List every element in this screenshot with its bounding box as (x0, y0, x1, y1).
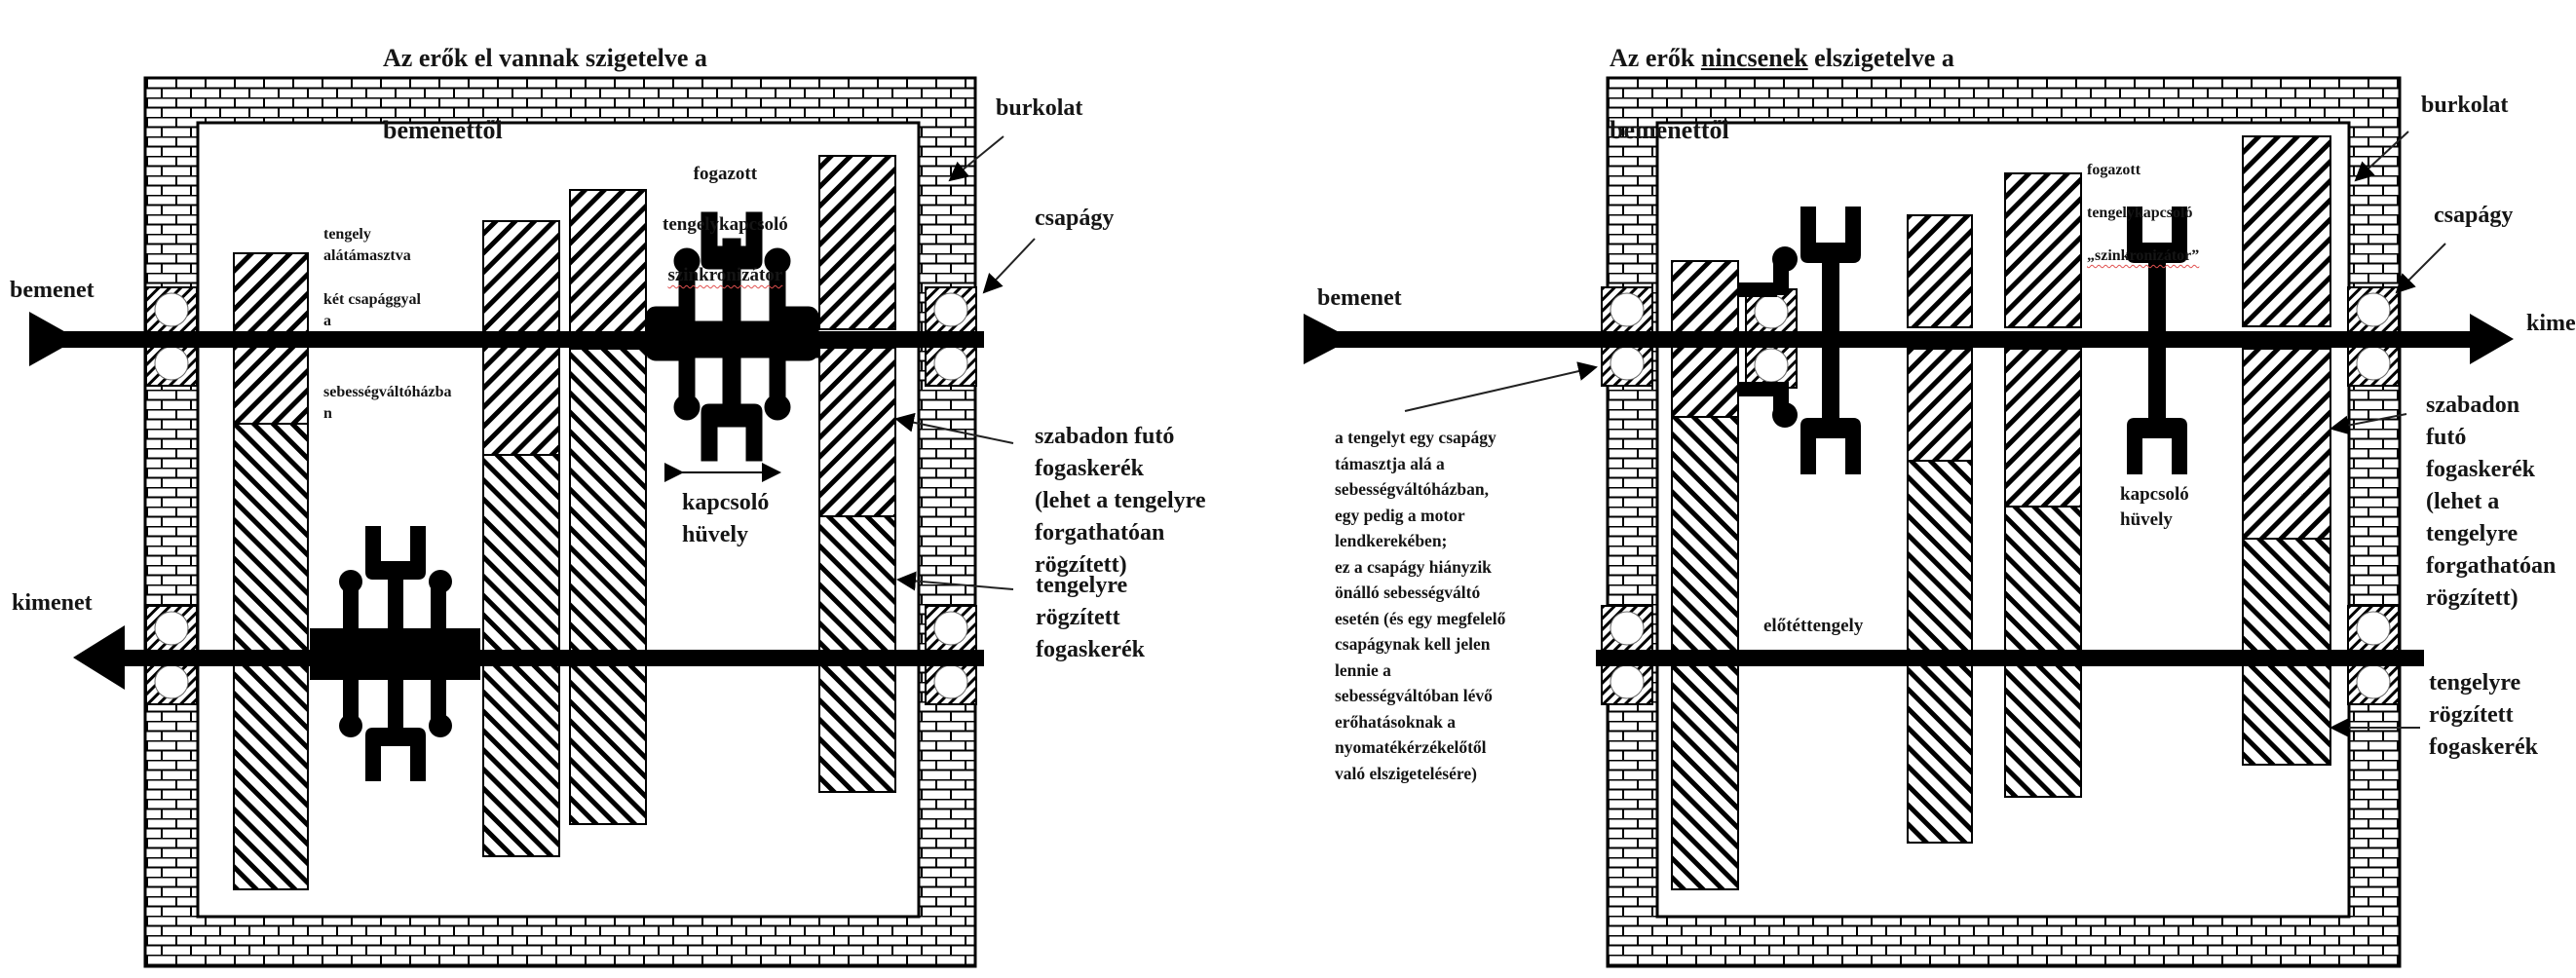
bearing-icon (1745, 342, 1798, 389)
input-shaft (34, 331, 984, 348)
fixed-gear-label: tengelyre rögzített fogaskerék (1036, 573, 1145, 662)
bearing-label: csapágy (1035, 206, 1115, 231)
shaft-support-label: tengely alátámasztva (323, 226, 411, 264)
gear (818, 347, 896, 517)
synchronizer-icon (1738, 207, 1861, 474)
gear (1907, 348, 1973, 462)
right-annotation-arrows (1404, 131, 2446, 737)
clutch-label-line3: szinkronizátor (667, 265, 783, 285)
bearing-icon (1601, 605, 1653, 652)
bearing-note: a tengelyt egy csapágy támasztja alá a s… (1335, 428, 1506, 783)
input-arrow-icon (29, 312, 78, 366)
gear (1907, 214, 1973, 328)
housing-label-right: burkolat (2421, 93, 2509, 118)
shaft-support-label-2: két csapággyal a (323, 291, 421, 329)
gear (569, 348, 647, 825)
bearing-icon (925, 286, 977, 333)
clutch-label-right-line1: fogazott (2087, 162, 2141, 178)
left-title: Az erők el vannak szigetelve a bemenettő… (383, 4, 707, 148)
countershaft-label: előtéttengely (1763, 616, 1864, 636)
free-gear-label-right: szabadon futó fogaskerék (lehet a tengel… (2426, 393, 2557, 611)
bearing-icon (1601, 286, 1653, 333)
output-label: kimenet (12, 590, 93, 616)
gear (818, 155, 896, 330)
clutch-label-line2: tengelykapcsoló (663, 214, 788, 235)
synchronizer-icon (645, 211, 819, 462)
clutch-label-right-line3: „szinkronizátor” (2087, 247, 2200, 264)
gear (2242, 135, 2331, 327)
input-arrow-icon (1304, 314, 1352, 364)
left-annotation-arrows (894, 135, 1036, 591)
right-title-line2: bemenettől (1610, 116, 1729, 144)
clutch-label-line1: fogazott (693, 164, 758, 184)
left-title-line2: bemenettől (383, 116, 503, 144)
synchronizer-icon (310, 526, 480, 781)
output-shaft (107, 650, 984, 666)
output-arrow-icon (73, 625, 125, 690)
right-title: Az erők nincsenek elszigetelve a bemenet… (1610, 4, 1954, 148)
bearing-icon (925, 605, 977, 652)
output-arrow-icon (2470, 314, 2514, 364)
bearing-icon (145, 286, 198, 333)
synchronizer-icon (2127, 207, 2187, 474)
bearing-icon (145, 605, 198, 652)
housing-label: burkolat (996, 95, 1083, 121)
free-gear-label: szabadon futó fogaskerék (lehet a tengel… (1035, 424, 1206, 578)
right-title-prefix: Az erők (1610, 44, 1701, 72)
shaft-support-label-3: sebességváltóházba n (323, 384, 452, 422)
output-label-right: kime (2526, 311, 2576, 336)
bearing-icon (2347, 605, 2400, 652)
right-title-emphasis: nincsenek (1700, 44, 1808, 72)
clutch-label-right-line2: tengelykapcsoló (2087, 205, 2193, 221)
gear (2242, 348, 2331, 540)
clutch-label-right: fogazott tengelykapcsoló „szinkronizátor… (2087, 138, 2199, 267)
countershaft (1596, 650, 2424, 666)
gear (2004, 348, 2082, 508)
sleeve-label: kapcsoló hüvely (682, 490, 770, 547)
gear (2004, 172, 2082, 328)
left-title-line1: Az erők el vannak szigetelve a (383, 44, 707, 72)
input-label-right: bemenet (1317, 285, 1402, 311)
fixed-gear-label-right: tengelyre rögzített fogaskerék (2429, 670, 2538, 760)
bearing-icon (2347, 286, 2400, 333)
input-shaft (1306, 331, 2470, 348)
clutch-label: fogazott tengelykapcsoló szinkronizátor (663, 136, 788, 288)
right-title-suffix: elszigetelve a (1807, 44, 1954, 72)
bearing-label-right: csapágy (2434, 203, 2514, 228)
input-label: bemenet (10, 278, 95, 303)
sleeve-label-right: kapcsoló hüvely (2120, 484, 2189, 530)
